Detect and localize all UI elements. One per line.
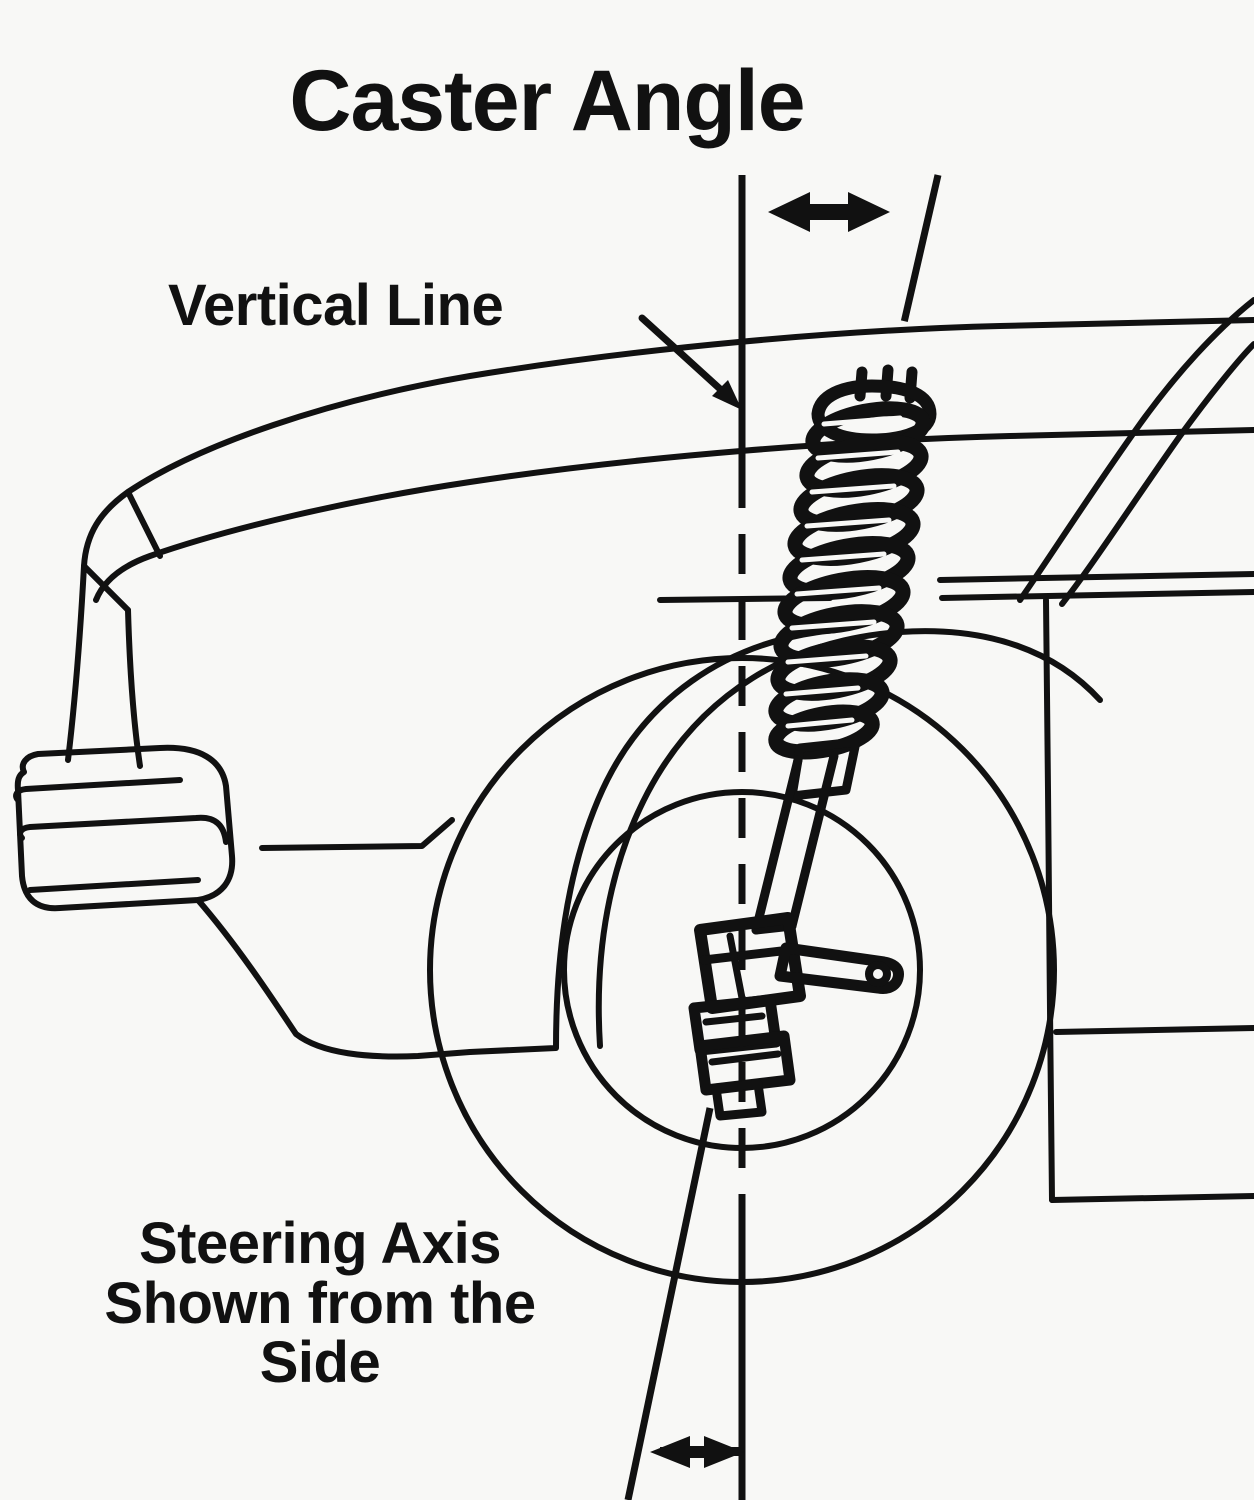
steering-axis-label-line-1: Steering Axis (138, 1211, 502, 1276)
tie-rod (774, 942, 904, 994)
steering-axis-dash-upper (896, 174, 942, 341)
steering-axis-line (624, 174, 942, 1500)
bottom-angle-arrow (650, 1436, 744, 1468)
front-corner-facet-2 (125, 489, 163, 559)
wheel-arch (467, 627, 839, 1055)
lower-ball-joint (688, 994, 796, 1121)
a-pillar-windshield-inner (1059, 341, 1254, 607)
page-title: Caster Angle (289, 53, 805, 149)
rocker-panel (1049, 1193, 1254, 1203)
vertical-line-label: Vertical Line (168, 273, 504, 338)
top-angle-arrow (768, 192, 890, 232)
strut-rod (751, 751, 839, 935)
steering-axis-label: Steering Axis Shown from the Side (30, 1214, 610, 1393)
beltline-2 (939, 589, 1254, 601)
wheel-arch-inner (595, 628, 1103, 1049)
steering-axis-label-line-2: Shown from the (104, 1270, 536, 1336)
strut-top-mount (811, 364, 937, 447)
coil-spring-strut (688, 364, 937, 1121)
steering-axis-solid-lower (624, 1107, 714, 1500)
car-body (13, 297, 1254, 1203)
vertical-line-leader (638, 314, 742, 410)
steering-knuckle (694, 912, 806, 1014)
body-lower-line (1053, 1025, 1254, 1035)
hood (81, 317, 1254, 569)
beltline-1 (937, 571, 1254, 583)
front-bumper-headlight (13, 744, 236, 912)
body-side-crease (259, 817, 455, 851)
spring-coil-highlights (783, 415, 903, 729)
front-corner-facet (81, 563, 131, 613)
front-fascia-inner (125, 607, 143, 769)
a-pillar-windshield-outer (1017, 297, 1254, 603)
front-valance (195, 897, 473, 1060)
steering-axis-label-line-3: Side (259, 1330, 381, 1396)
front-fascia (65, 563, 87, 763)
